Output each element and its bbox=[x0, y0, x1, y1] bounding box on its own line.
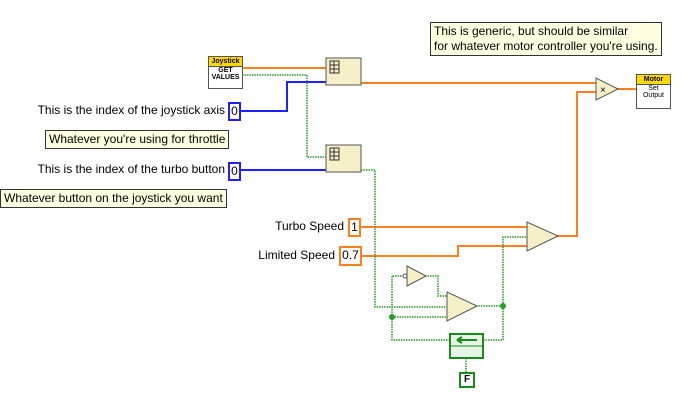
select-node-speed bbox=[526, 221, 560, 252]
axis-index-constant[interactable]: 0 bbox=[228, 102, 241, 121]
wire-limited bbox=[361, 245, 527, 257]
label-axis-index: This is the index of the joystick axis bbox=[37, 103, 225, 117]
index-array-node-2 bbox=[325, 144, 362, 173]
wire-axis-index bbox=[240, 81, 326, 112]
comment-throttle: Whatever you're using for throttle bbox=[45, 130, 230, 149]
multiply-node bbox=[595, 77, 620, 101]
button-index-constant[interactable]: 0 bbox=[228, 162, 241, 181]
select-node-latch bbox=[446, 291, 479, 322]
wire-select-out bbox=[557, 91, 596, 237]
limited-speed-constant[interactable]: 0.7 bbox=[339, 246, 362, 266]
index-array-node-1 bbox=[325, 57, 362, 86]
not-node bbox=[406, 265, 428, 287]
false-constant[interactable]: F bbox=[459, 372, 475, 388]
comment-button: Whatever button on the joystick you want bbox=[0, 189, 227, 208]
label-limited-speed: Limited Speed bbox=[258, 248, 335, 262]
label-turbo-speed: Turbo Speed bbox=[275, 219, 344, 233]
multiply-symbol: × bbox=[600, 85, 606, 96]
turbo-speed-constant[interactable]: 1 bbox=[348, 218, 361, 237]
label-button-index: This is the index of the turbo button bbox=[37, 162, 225, 176]
feedback-node bbox=[449, 333, 484, 359]
